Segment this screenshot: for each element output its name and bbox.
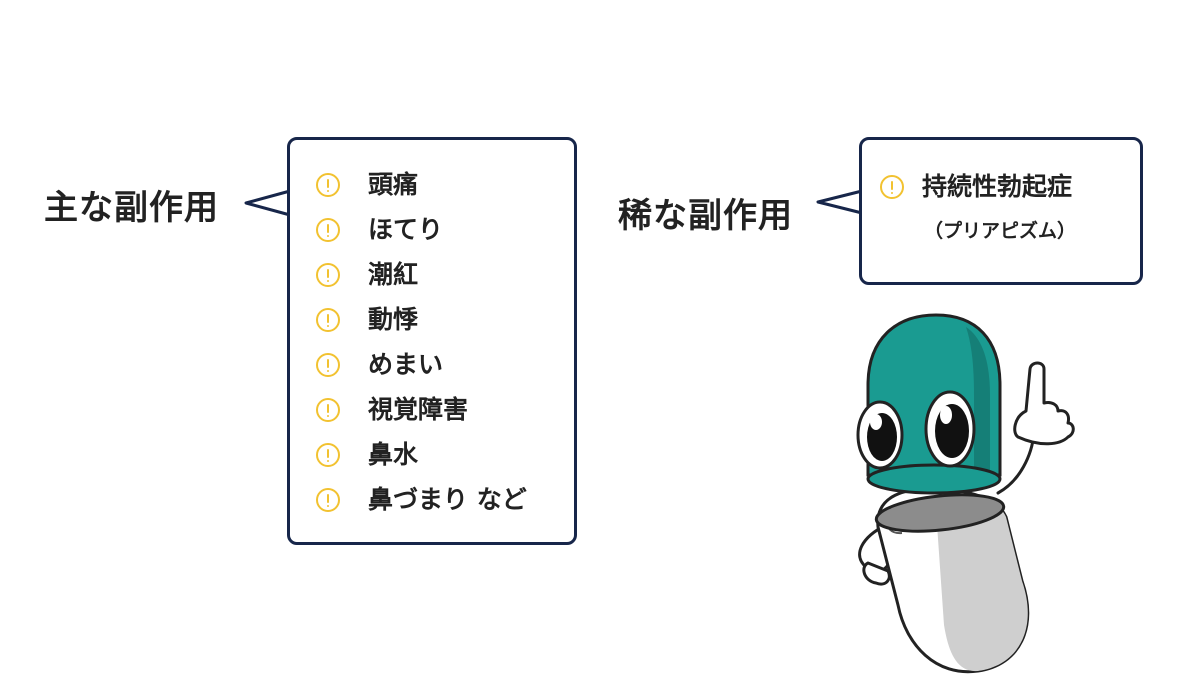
side-effect-palpitation: 動悸 xyxy=(368,305,419,334)
warning-icon xyxy=(316,263,340,287)
side-effect-headache: 頭痛 xyxy=(368,170,419,199)
warning-icon xyxy=(316,443,340,467)
list-item: めまい xyxy=(316,350,527,395)
side-effect-nasal-congestion: 鼻づまり など xyxy=(368,485,527,514)
warning-icon xyxy=(316,398,340,422)
list-item: 鼻水 xyxy=(316,440,527,485)
list-item: 頭痛 xyxy=(316,170,527,215)
common-bubble-tail xyxy=(244,189,291,217)
capsule-mascot xyxy=(856,313,1075,674)
rare-bubble-tail xyxy=(816,189,863,215)
rare-side-effects-label: 稀な副作用 xyxy=(618,196,793,236)
side-effect-priapism: 持続性勃起症 xyxy=(922,172,1073,201)
list-item: 視覚障害 xyxy=(316,395,527,440)
common-side-effects-list: 頭痛 ほてり 潮紅 動悸 めまい 視覚障害 鼻水 鼻づまり など xyxy=(316,170,527,530)
warning-icon xyxy=(316,488,340,512)
side-effect-flushing: 潮紅 xyxy=(368,260,419,289)
rare-side-effects-bubble: 持続性勃起症 （プリアピズム） xyxy=(859,137,1143,285)
rare-side-effects-list: 持続性勃起症 xyxy=(880,172,1072,217)
side-effect-visual-disturbance: 視覚障害 xyxy=(368,395,469,424)
common-side-effects-bubble: 頭痛 ほてり 潮紅 動悸 めまい 視覚障害 鼻水 鼻づまり など xyxy=(287,137,577,545)
mascot-pointing-hand xyxy=(1013,361,1075,446)
warning-icon xyxy=(880,175,904,199)
warning-icon xyxy=(316,308,340,332)
mascot-right-eye xyxy=(924,390,976,468)
list-item: 鼻づまり など xyxy=(316,485,527,530)
list-item: 動悸 xyxy=(316,305,527,350)
side-effect-dizziness: めまい xyxy=(368,350,444,379)
mascot-head-rim xyxy=(866,463,1002,495)
side-effect-hot-flush: ほてり xyxy=(368,215,444,244)
warning-icon xyxy=(316,218,340,242)
side-effect-runny-nose: 鼻水 xyxy=(368,440,419,469)
priapism-note: （プリアピズム） xyxy=(924,220,1077,242)
warning-icon xyxy=(316,353,340,377)
warning-icon xyxy=(316,173,340,197)
common-side-effects-label: 主な副作用 xyxy=(44,188,219,228)
mascot-body-rim xyxy=(874,493,1006,533)
list-item: 潮紅 xyxy=(316,260,527,305)
list-item: 持続性勃起症 xyxy=(880,172,1072,217)
list-item: ほてり xyxy=(316,215,527,260)
mascot-left-eye xyxy=(856,400,904,470)
